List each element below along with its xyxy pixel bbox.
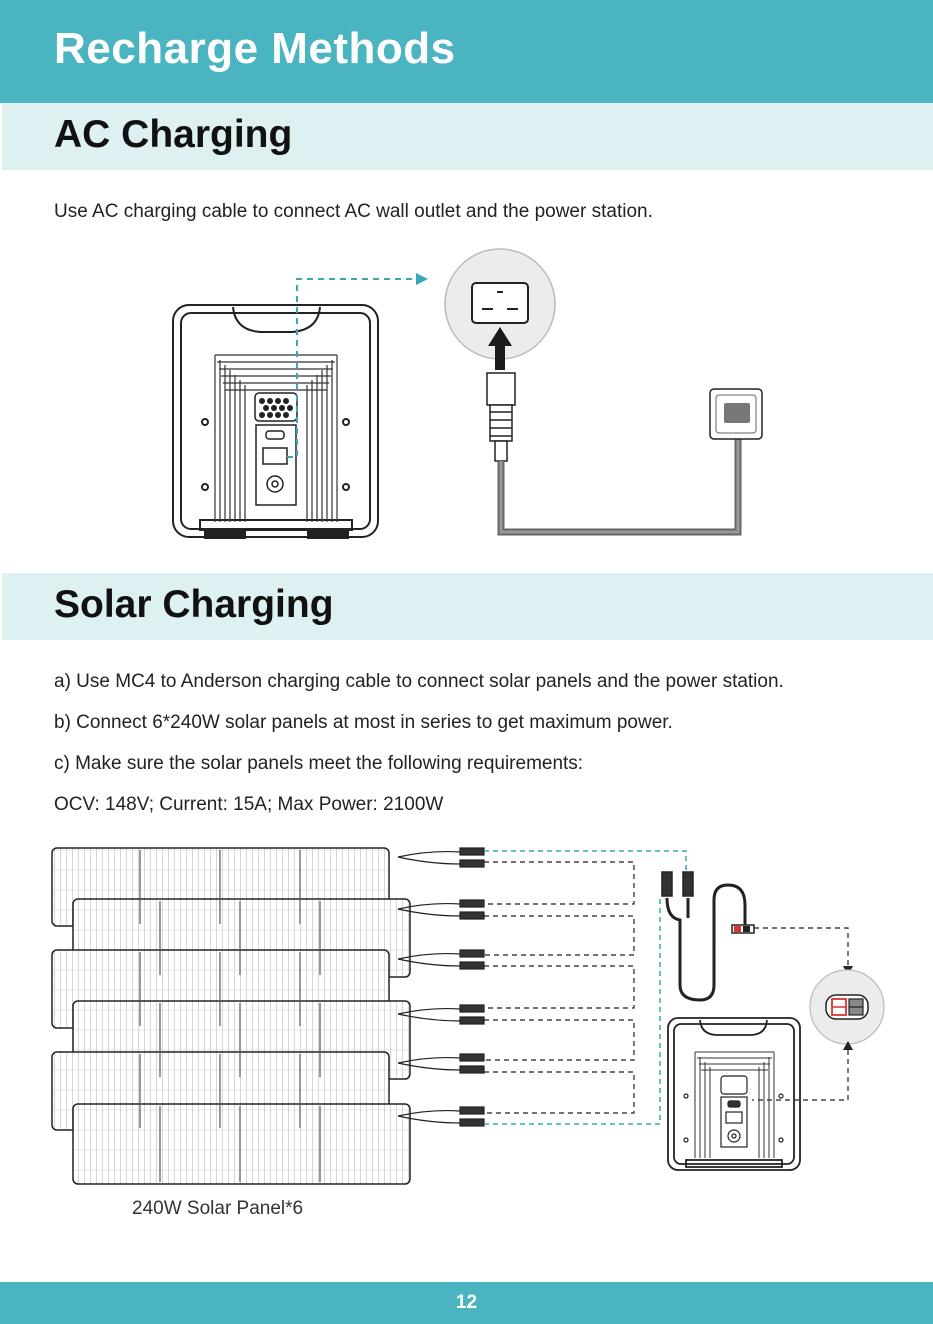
solar-step-a: a) Use MC4 to Anderson charging cable to… — [54, 671, 784, 692]
solar-step-c: c) Make sure the solar panels meet the f… — [54, 753, 584, 774]
small-cooling-fins — [694, 1051, 775, 1158]
power-station-rear-illustration — [172, 304, 379, 539]
ac-charging-diagram — [172, 248, 763, 539]
power-station-small-illustration — [667, 1017, 801, 1171]
solar-section-band: Solar Charging — [2, 573, 933, 640]
solar-panel-caption: 240W Solar Panel*6 — [132, 1198, 304, 1219]
mc4-connectors — [397, 847, 485, 1127]
ac-heading: AC Charging — [54, 113, 293, 156]
series-wiring — [484, 861, 635, 1114]
wall-outlet-icon — [709, 388, 763, 440]
ac-section-band: AC Charging — [2, 103, 933, 170]
solar-requirements: OCV: 148V; Current: 15A; Max Power: 2100… — [54, 794, 444, 815]
solar-step-b: b) Connect 6*240W solar panels at most i… — [54, 712, 673, 733]
page-title: Recharge Methods — [54, 24, 456, 73]
footer-bar: 12 — [0, 1282, 933, 1324]
anderson-callout-line — [754, 927, 849, 968]
page-number: 12 — [455, 1292, 478, 1313]
solar-heading: Solar Charging — [54, 583, 334, 626]
ac-port-callout-line — [287, 278, 418, 458]
rear-port-panel — [255, 424, 297, 506]
ac-instruction: Use AC charging cable to connect AC wall… — [54, 201, 653, 222]
header-bar: Recharge Methods — [0, 0, 933, 103]
solar-panels — [51, 847, 411, 1185]
solar-charging-diagram — [51, 847, 885, 1185]
insert-arrow-icon — [488, 327, 512, 370]
panel-cell-dividers — [139, 850, 321, 1182]
small-port-panel — [683, 1075, 784, 1148]
array-output-wiring — [484, 850, 687, 1125]
cooling-fins — [214, 354, 338, 522]
mc4-to-anderson-cable — [661, 871, 755, 1002]
ac-cable-plug — [486, 372, 516, 462]
